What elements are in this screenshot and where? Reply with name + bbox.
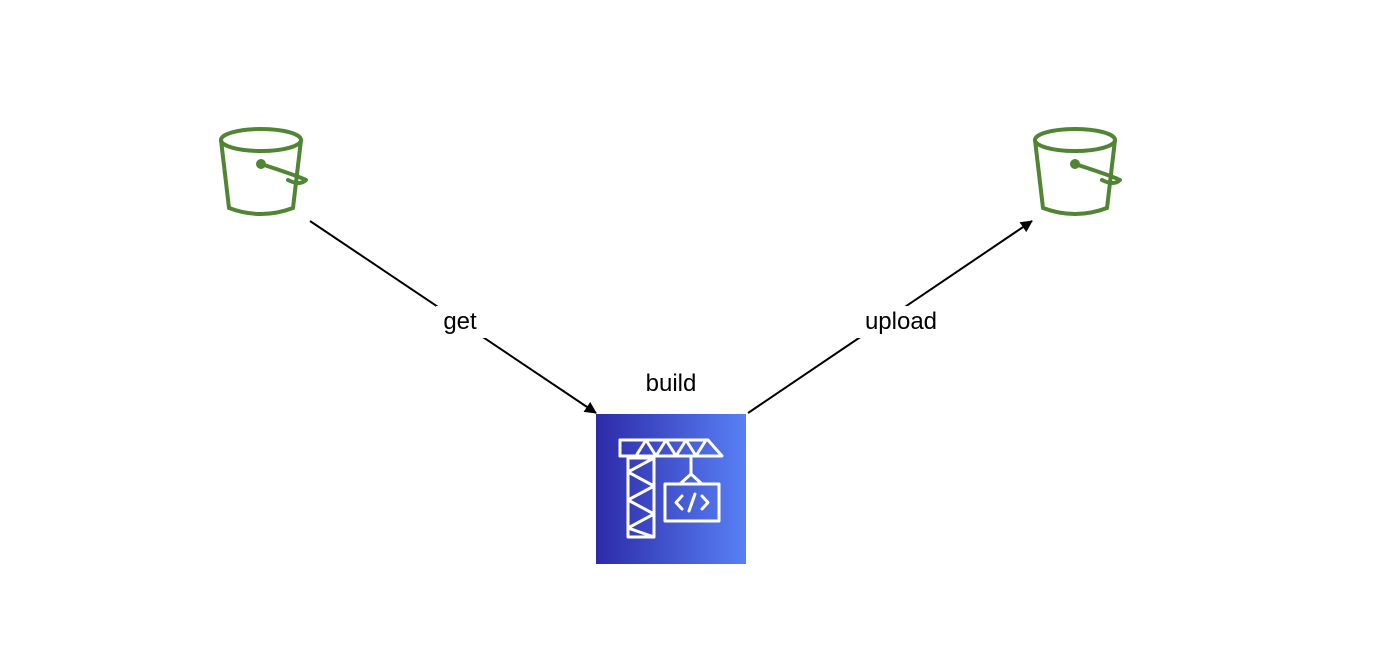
s3-bucket-icon [1033,127,1122,216]
build-node[interactable]: build [596,370,746,564]
source-bucket-node[interactable] [219,127,308,216]
codebuild-crane-icon [618,438,724,539]
edge-upload-label: upload [865,308,937,335]
edge-upload[interactable]: upload [747,220,1033,414]
edge-get[interactable]: get [309,220,597,414]
s3-bucket-icon [219,127,308,216]
edge-get-label: get [443,308,477,335]
edge-upload-label-bg [852,306,948,338]
edge-get-label-bg [436,306,486,338]
build-label: build [646,370,697,397]
target-bucket-node[interactable] [1033,127,1122,216]
build-tile [596,414,746,564]
